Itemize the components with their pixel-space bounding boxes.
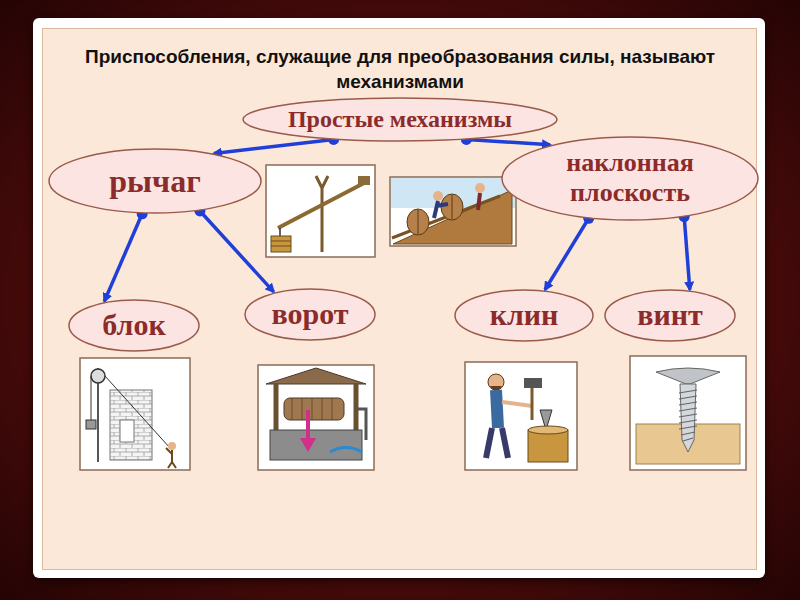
mechanism-ellipse: клин	[454, 289, 594, 342]
screw-thread	[679, 426, 697, 429]
mechanism-ellipse: наклонная плоскость	[501, 136, 759, 221]
mechanism-name: наклонная плоскость	[540, 148, 720, 208]
mechanism-ellipse: блок	[68, 299, 200, 352]
mechanism-name: Простые механизмы	[288, 105, 512, 133]
screw-thread	[681, 432, 695, 435]
arrow-line	[466, 139, 550, 144]
mechanism-name: клин	[490, 298, 559, 332]
pulley-picture	[80, 358, 190, 470]
screw-thread	[683, 438, 693, 441]
mechanism-ellipse: винт	[604, 289, 736, 342]
mechanism-ellipse: рычаг	[48, 148, 262, 214]
inclined-plane-picture	[390, 177, 516, 246]
mechanism-ellipse: ворот	[244, 288, 376, 341]
arrow-line	[684, 217, 690, 290]
ellipse-shape	[502, 137, 758, 220]
arrow-line	[214, 139, 334, 153]
lever-picture	[266, 165, 375, 257]
windlass-picture	[258, 365, 374, 470]
wedge-picture	[465, 362, 577, 470]
mechanism-name: ворот	[271, 297, 348, 331]
ellipse-shape	[49, 149, 261, 213]
mechanism-name: винт	[637, 298, 703, 332]
mechanism-ellipse: Простые механизмы	[242, 97, 558, 142]
screw-thread	[679, 390, 697, 393]
screw-thread	[679, 420, 697, 423]
arrow-line	[545, 218, 589, 289]
screw-thread	[679, 408, 697, 411]
ellipse-shape	[455, 290, 593, 341]
mechanism-name: блок	[102, 308, 165, 342]
blue-arrow	[679, 211, 690, 290]
screw-thread	[679, 414, 697, 417]
ellipse-shape	[69, 300, 199, 351]
screw-thread	[679, 396, 697, 399]
slide-title: Приспособления, служащие для преобразова…	[60, 44, 740, 94]
mechanism-name: рычаг	[109, 163, 200, 199]
arrow-line	[104, 214, 142, 302]
ellipse-shape	[605, 290, 735, 341]
screw-thread	[679, 402, 697, 405]
blue-arrow	[104, 208, 147, 301]
blue-arrow	[545, 213, 594, 290]
ellipse-shape	[245, 289, 375, 340]
ellipse-shape	[243, 98, 557, 141]
screw-picture	[630, 356, 746, 470]
arrow-line	[200, 211, 274, 292]
blue-arrow	[194, 205, 273, 291]
